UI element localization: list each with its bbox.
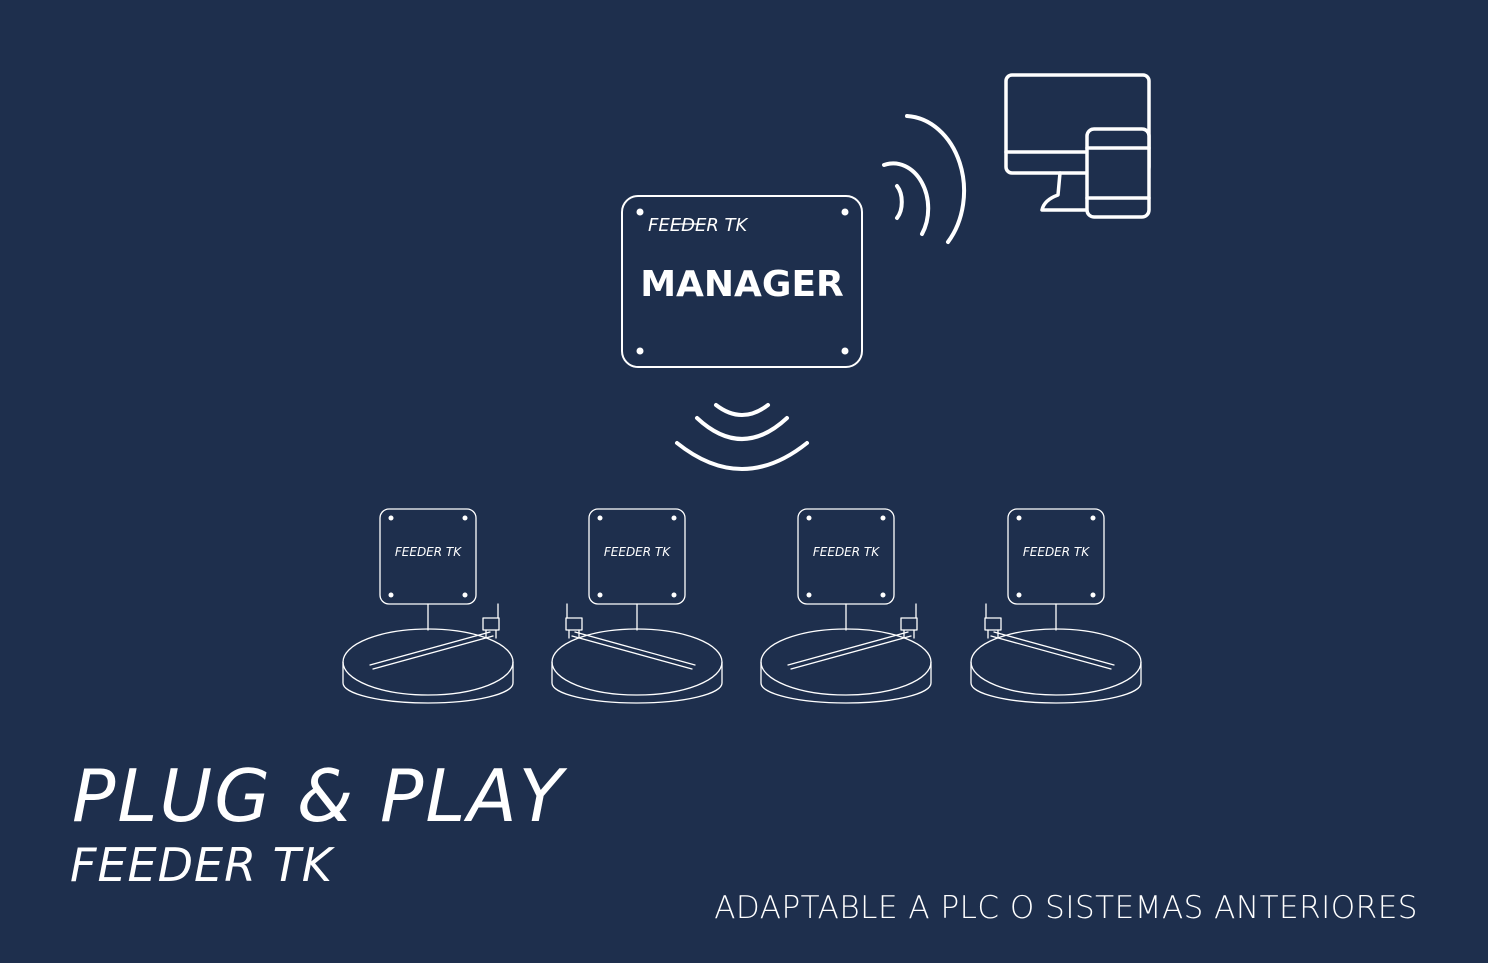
manager-box: FEEDER TK MANAGER xyxy=(621,195,863,368)
manager-brand: FEEDER TK xyxy=(648,215,749,236)
headline: PLUG & PLAY xyxy=(72,754,565,838)
motor-icon xyxy=(482,603,500,639)
monitor-screen xyxy=(1004,73,1151,175)
motor-icon xyxy=(900,603,918,639)
feeder-auger xyxy=(990,635,1112,670)
feeder-auger xyxy=(571,635,693,670)
monitor-and-tablet-icon xyxy=(1004,73,1151,219)
feeder-label: FEEDER TK xyxy=(395,545,462,559)
feeder-unit-3: FEEDER TK xyxy=(760,508,932,704)
manager-label: MANAGER xyxy=(640,264,844,305)
wifi-arc-icon xyxy=(895,184,904,220)
feeder-auger xyxy=(369,631,491,666)
feeder-bowl xyxy=(760,628,932,696)
feeder-unit-1: FEEDER TK xyxy=(342,508,514,704)
feeder-label: FEEDER TK xyxy=(1023,545,1090,559)
feeder-bowl-side xyxy=(342,661,514,704)
feeder-auger xyxy=(372,635,494,670)
wireless-waves-up xyxy=(882,114,967,244)
feeder-bowl xyxy=(551,628,723,696)
wireless-waves-down xyxy=(675,403,809,471)
tagline: ADAPTABLE A PLC O SISTEMAS ANTERIORES xyxy=(714,890,1418,926)
brand-wordmark: FEEDER TK xyxy=(70,838,333,892)
feeder-auger xyxy=(787,631,909,666)
screw-dot xyxy=(841,208,849,216)
feeder-auger xyxy=(574,631,696,666)
feeder-bowl xyxy=(342,628,514,696)
feeder-bowl xyxy=(970,628,1142,696)
wifi-arc-icon xyxy=(714,403,770,417)
screw-dot xyxy=(636,347,644,355)
screw-dot xyxy=(841,347,849,355)
tablet-icon xyxy=(1085,127,1151,219)
feeder-unit-4: FEEDER TK xyxy=(970,508,1142,704)
motor-icon xyxy=(984,603,1002,639)
screw-dot xyxy=(636,208,644,216)
manager-box-frame xyxy=(621,195,863,368)
wifi-arc-icon xyxy=(882,161,931,236)
feeder-auger xyxy=(790,635,912,670)
wifi-arc-icon xyxy=(675,441,809,471)
feeder-unit-2: FEEDER TK xyxy=(551,508,723,704)
feeder-auger xyxy=(993,631,1115,666)
feeder-bowl-side xyxy=(551,661,723,704)
wifi-arc-icon xyxy=(695,416,789,441)
wifi-arc-icon xyxy=(905,114,967,244)
feeder-label: FEEDER TK xyxy=(813,545,880,559)
monitor-stand xyxy=(1040,171,1090,212)
feeder-bowl-side xyxy=(970,661,1142,704)
motor-icon xyxy=(565,603,583,639)
feeder-label: FEEDER TK xyxy=(604,545,671,559)
feeder-bowl-side xyxy=(760,661,932,704)
